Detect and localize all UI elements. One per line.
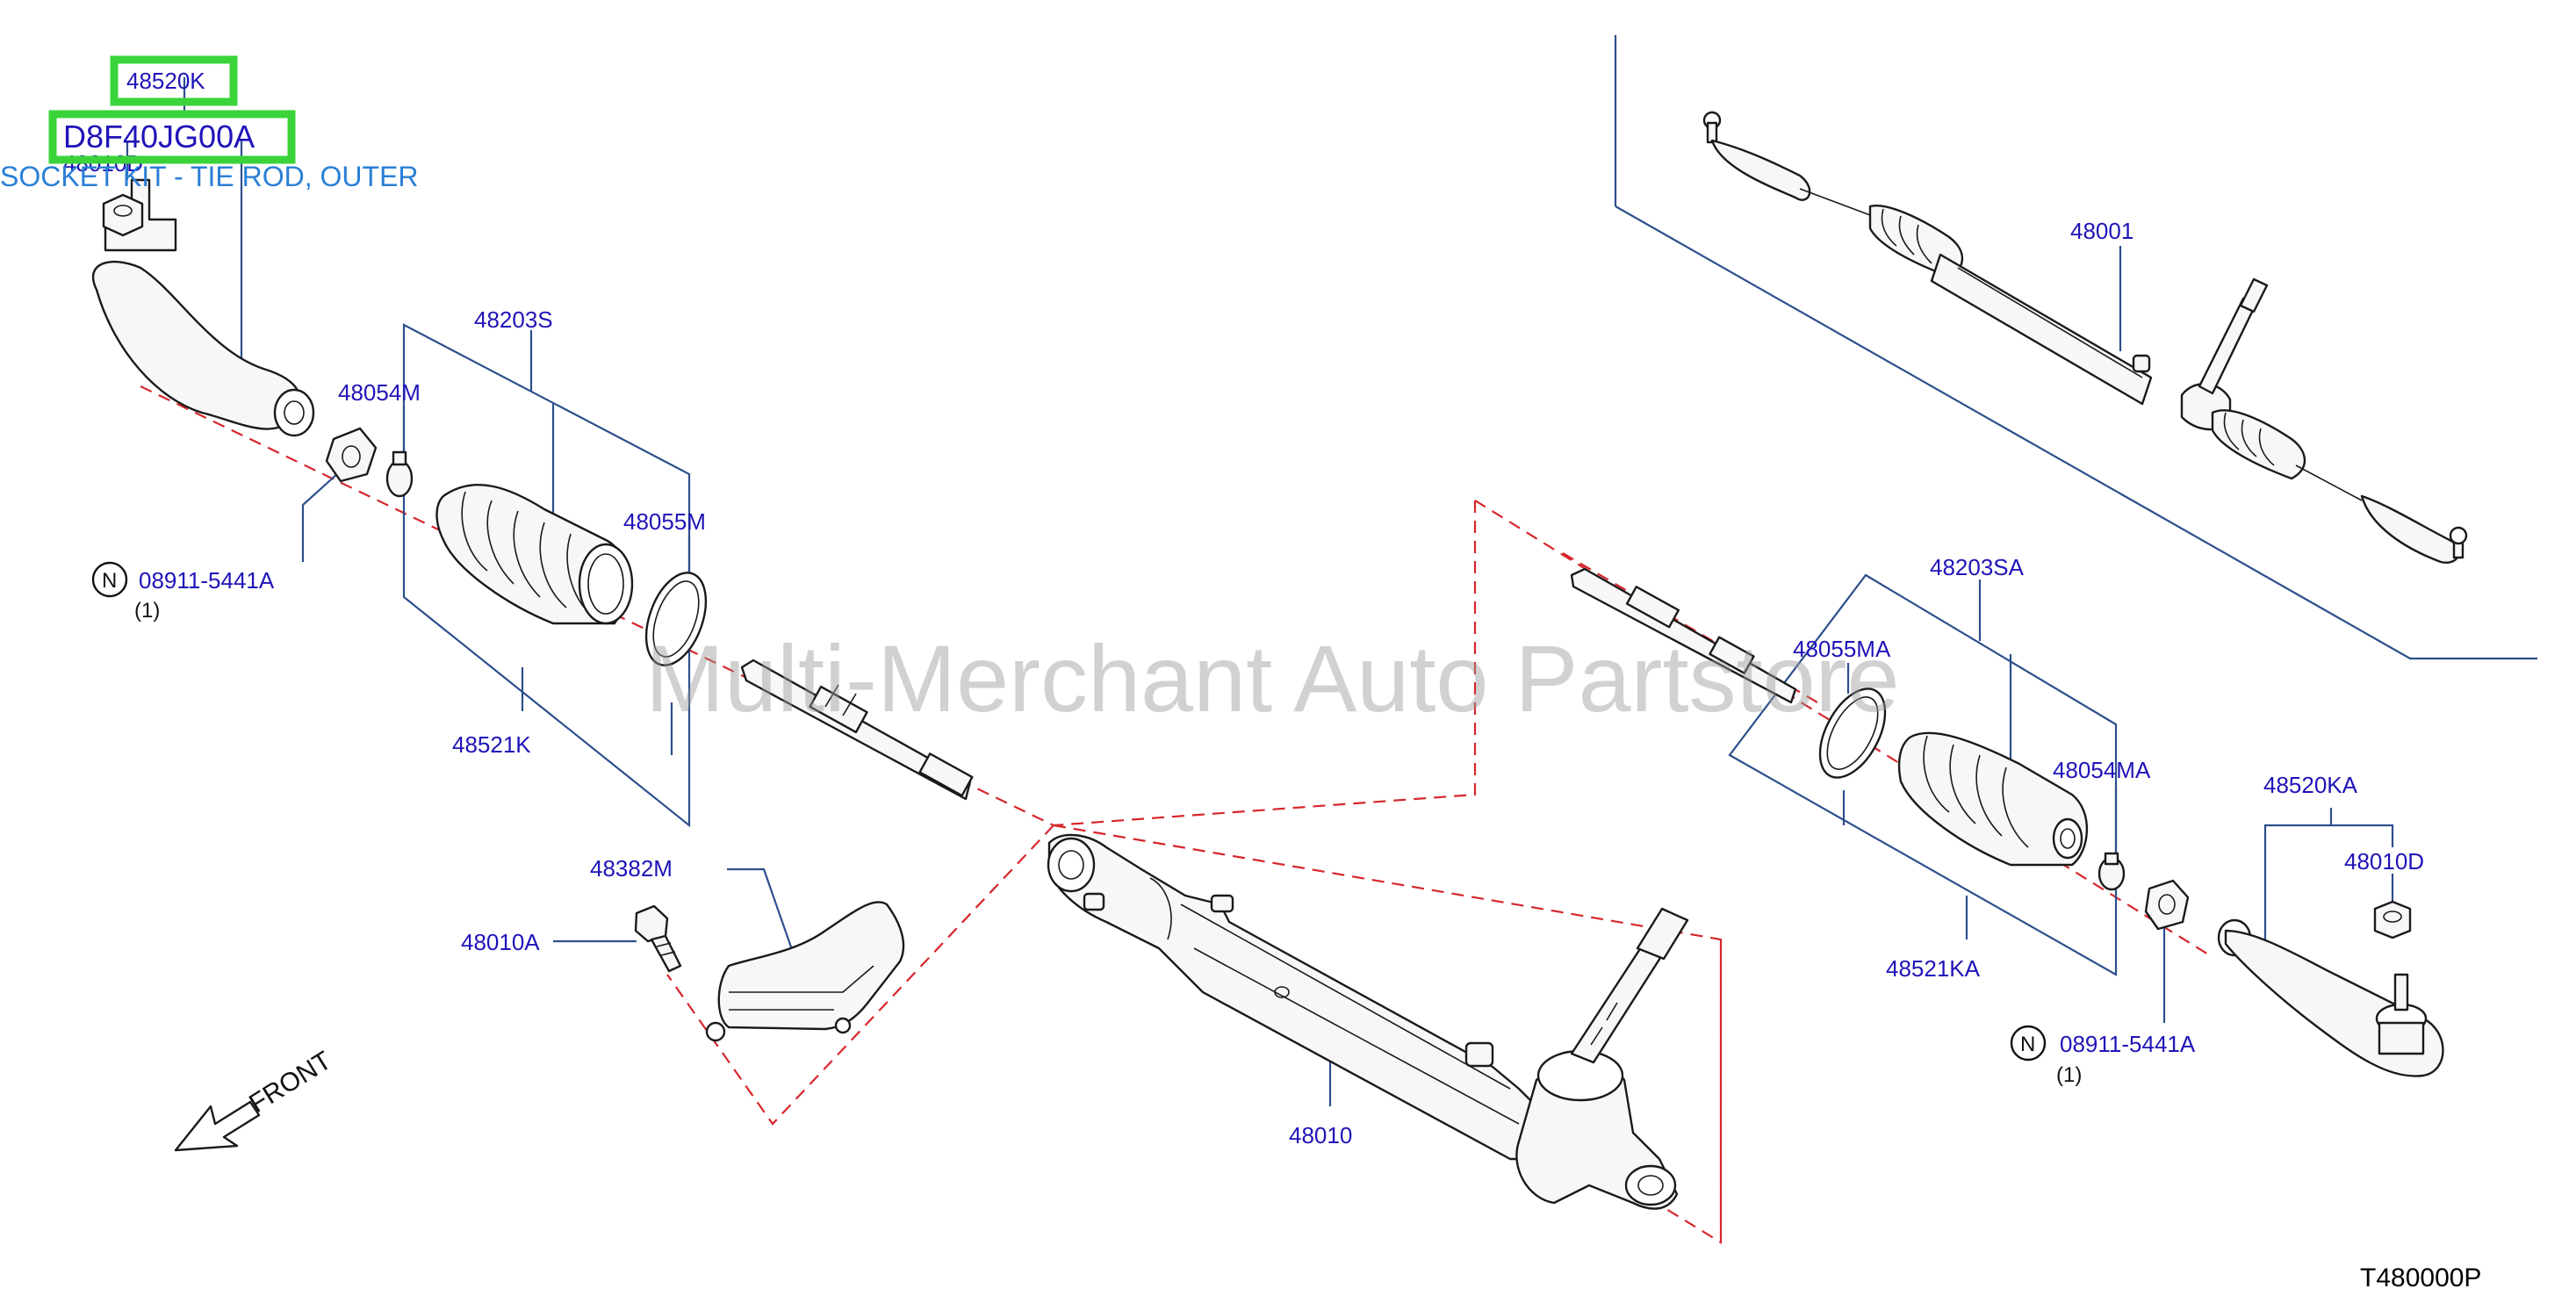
label-48203S[interactable]: 48203S — [474, 306, 553, 333]
svg-text:N: N — [2020, 1033, 2035, 1056]
highlight-box-part-number — [110, 55, 238, 106]
label-48054MA[interactable]: 48054MA — [2053, 757, 2151, 783]
diagram-code: T480000P — [2360, 1263, 2481, 1292]
selected-part-highlight[interactable]: 48520K D8F40JG00A SOCKET KIT - TIE ROD, … — [0, 55, 419, 192]
label-48001[interactable]: 48001 — [2070, 218, 2133, 244]
label-08911-left[interactable]: 08911-5441A — [139, 567, 275, 594]
note-symbol-left: N — [91, 561, 128, 598]
clamp-ring-48055MA[interactable] — [1807, 678, 1899, 788]
steering-gear-assembly-48001[interactable] — [1702, 111, 2468, 564]
label-48010[interactable]: 48010 — [1289, 1122, 1352, 1148]
clamp-48054M[interactable] — [385, 450, 414, 498]
label-48054M[interactable]: 48054M — [338, 379, 421, 406]
jam-nut-left[interactable] — [325, 427, 378, 483]
steering-gear-housing-48010[interactable] — [1047, 833, 1689, 1210]
watermark: Multi-Merchant Auto Partstore — [645, 625, 1900, 731]
highlight-oem-number[interactable]: D8F40JG00A — [63, 119, 255, 155]
highlight-description: SOCKET KIT - TIE ROD, OUTER — [0, 161, 419, 192]
front-label: FRONT — [244, 1046, 336, 1119]
label-48520KA[interactable]: 48520KA — [2263, 772, 2358, 798]
lock-nut-48010D-left[interactable] — [102, 193, 144, 237]
svg-text:N: N — [102, 569, 117, 593]
highlight-part-number[interactable]: 48520K — [126, 68, 205, 94]
quantity-right: (1) — [2056, 1063, 2082, 1087]
bolt-48010A[interactable] — [634, 904, 682, 973]
highlight-box-oem-number — [48, 110, 296, 164]
lock-nut-48010D-right[interactable] — [2373, 900, 2412, 939]
label-48055M[interactable]: 48055M — [623, 508, 706, 535]
jam-nut-right[interactable] — [2144, 879, 2190, 931]
label-48055MA[interactable]: 48055MA — [1793, 636, 1891, 662]
label-08911-right[interactable]: 08911-5441A — [2060, 1031, 2196, 1057]
part-labels: 48010D 48203S 48054M 48055M 48521K 08911… — [63, 150, 2481, 1292]
inner-tie-rod-48521KA[interactable] — [1570, 567, 1797, 704]
label-48203SA[interactable]: 48203SA — [1930, 554, 2025, 580]
clamp-48054MA[interactable] — [2097, 852, 2126, 891]
label-48010D-right[interactable]: 48010D — [2344, 848, 2424, 875]
label-48382M[interactable]: 48382M — [590, 855, 673, 882]
heat-shield-48382M[interactable] — [705, 901, 905, 1042]
label-48521K[interactable]: 48521K — [452, 731, 531, 758]
boot-48203S[interactable] — [435, 484, 634, 625]
label-48010A[interactable]: 48010A — [461, 929, 540, 955]
inner-tie-rod-48521K[interactable] — [740, 659, 974, 801]
front-direction-arrow: FRONT — [174, 1046, 336, 1152]
note-symbol-right: N — [2010, 1025, 2047, 1062]
label-48521KA[interactable]: 48521KA — [1886, 955, 1981, 982]
clamp-ring-48055M[interactable] — [635, 565, 717, 673]
quantity-left: (1) — [134, 599, 160, 623]
leader-lines — [126, 35, 2537, 1106]
boot-48203SA[interactable] — [1897, 731, 2089, 867]
outer-tie-rod-end-right[interactable] — [2217, 918, 2444, 1077]
